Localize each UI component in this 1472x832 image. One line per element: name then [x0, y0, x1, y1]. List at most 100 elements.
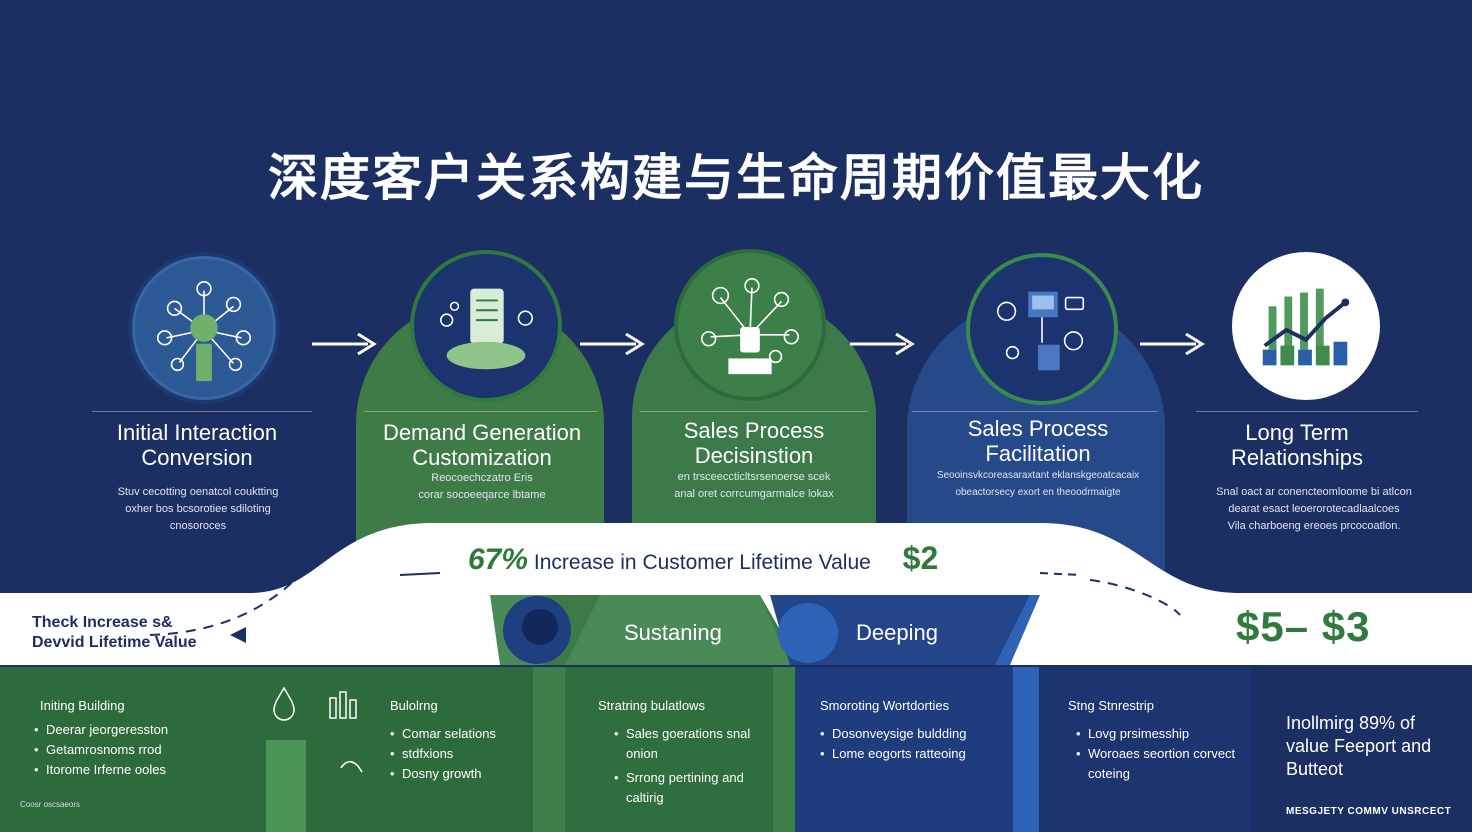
divider [92, 411, 312, 412]
dashboard-tools-icon [996, 291, 1085, 371]
list-item: Lome eogorts ratteoing [820, 744, 1000, 764]
divider [364, 411, 598, 412]
lifetime-text: Increase in Customer Lifetime Value [533, 551, 871, 574]
band-stat-percent: 89% [396, 620, 445, 647]
accent-bar [266, 740, 306, 832]
list-item: Dosny growth [390, 764, 496, 784]
stage-heading-line: Sales Process [683, 418, 825, 443]
stage-desc-line: dearat esact leoerorotecadlaalcoes [1228, 503, 1400, 515]
phone-hands-icon [439, 288, 534, 370]
stage-desc-facilitation: Seooinsvkcoreasaraxtant eklanskgeoatcaca… [910, 467, 1166, 501]
stage-heading-line: Facilitation [985, 441, 1091, 466]
panel-list: Sales goerations snal onion Srrong perti… [614, 724, 764, 808]
left-note: Theck Increase s& Devvid Lifetime Value [32, 613, 197, 653]
band-stat-percent-2: 4% [1046, 621, 1078, 646]
panel-list: Comar selations stdfxions Dosny growth [390, 724, 496, 784]
panel-list: Lovg prsimesship Woroaes seortion corvec… [1076, 724, 1236, 784]
list-item: Srrong pertining and caltirig [614, 768, 764, 808]
stage-icon-demand [410, 250, 562, 402]
divider [640, 411, 868, 412]
list-item: Comar selations [390, 724, 496, 744]
panel-separator [1013, 667, 1039, 832]
panel-heading: Bulolrng [390, 698, 438, 713]
lifetime-value-headline: 67% Increase in Customer Lifetime Value … [468, 540, 938, 577]
panel-list: Deerar jeorgeresston Getamrosnoms rrod I… [34, 720, 168, 780]
panel-heading: Stratring bulatlows [598, 698, 705, 713]
panel-heading: Initing Building [40, 698, 125, 713]
drop-icon [273, 686, 295, 721]
big-value-range: $5– $3 [1236, 603, 1371, 650]
stage-icon-long-term [1232, 252, 1380, 400]
summary-note-line: Inollmirg 89% of [1286, 713, 1416, 733]
stage-desc-demand: Reocoechczatro Eris corar socoeeqarce lb… [364, 470, 600, 504]
stage-desc-line: Reocoechczatro Eris [431, 472, 533, 484]
arrow-right-icon [1140, 332, 1205, 356]
stage-heading-facilitation: Sales Process Facilitation [910, 416, 1166, 466]
page-title: 深度客户关系构建与生命周期价值最大化 [268, 149, 1204, 207]
stage-heading-long-term: Long Term Relationships [1196, 420, 1398, 470]
stage-heading-decision: Sales Process Decisinstion [636, 418, 872, 468]
list-item: Lovg prsimesship [1076, 724, 1236, 744]
hand-icon [340, 760, 363, 773]
stage-heading-line: Sales Process [967, 416, 1109, 441]
list-item: Dosonveysige buldding [820, 724, 1000, 744]
stage-desc-line: Seooinsvkcoreasaraxtant eklanskgeoatcaca… [936, 470, 1140, 481]
arrow-right-icon [850, 332, 915, 356]
stage-desc-long-term: Snal oact ar conencteomloome bi atlcon d… [1196, 484, 1432, 535]
lifetime-percent: 67% [468, 543, 529, 576]
stage-desc-line: Stuv cecotting oenatcol couktting [117, 486, 279, 498]
lifetime-value-band [0, 523, 1472, 665]
arrow-right-icon [312, 332, 377, 356]
stage-heading-interaction: Initial Interaction Conversion [92, 420, 302, 470]
stage-desc-line: cnosoroces [169, 520, 227, 532]
panel-separator [773, 667, 795, 832]
stage-desc-interaction: Stuv cecotting oenatcol couktting oxher … [92, 484, 304, 535]
list-item: Sales goerations snal onion [614, 724, 764, 764]
stage-desc-line: Vila charboeng ereoes prcocoatlon. [1227, 520, 1401, 532]
stage-heading-line: Long Term [1245, 420, 1349, 445]
list-item: Woroaes seortion corvect coteing [1076, 744, 1236, 784]
stage-heading-line: Initial Interaction [116, 420, 278, 445]
stage-desc-line: oxher bos bcsorotiee sdiloting [125, 503, 271, 515]
list-item: Getamrosnoms rrod [34, 740, 168, 760]
panel-separator [533, 667, 565, 832]
divider [1196, 411, 1418, 412]
stage-desc-line: en trsceeccticltsrsenoerse scek [677, 471, 831, 483]
list-item: Deerar jeorgeresston [34, 720, 168, 740]
network-person-icon [156, 280, 252, 382]
panel-heading: Stng Stnrestrip [1068, 698, 1154, 713]
footer-brand: MESGJETY COMMV UNSRCECT [1286, 806, 1452, 817]
list-item: stdfxions [390, 744, 496, 764]
left-note-line: Theck Increase s& [32, 614, 173, 631]
stage-desc-line: anal oret corrcumgarmalce lokax [674, 488, 834, 500]
panel-heading: Smoroting Wortdorties [820, 698, 950, 713]
summary-note-line: value Feeport and [1286, 736, 1432, 756]
stage-desc-line: corar socoeeqarce lbtame [418, 489, 546, 501]
growth-chart-icon [1262, 288, 1350, 366]
panel-summary [1251, 667, 1472, 832]
stage-icon-facilitation [966, 253, 1118, 405]
stage-heading-line: Customization [412, 445, 552, 470]
stage-heading-line: Decisinstion [694, 443, 814, 468]
footer-note: Coosr oscsaeors [20, 800, 81, 809]
band-label-sustaining: Sustaning [624, 620, 722, 645]
decision-tree-icon [701, 277, 799, 375]
divider [912, 411, 1158, 412]
left-note-line: Devvid Lifetime Value [32, 634, 197, 651]
bar-chart-icon [329, 691, 357, 719]
panel-list: Dosonveysige buldding Lome eogorts ratte… [820, 724, 1000, 764]
stage-icon-interaction [128, 252, 280, 404]
summary-note-line: Butteot [1286, 759, 1344, 779]
stage-icon-decision [674, 249, 826, 401]
arrow-right-icon [580, 332, 645, 356]
stage-heading-line: Conversion [141, 445, 253, 470]
stage-heading-line: Relationships [1230, 445, 1364, 470]
stage-desc-line: Snal oact ar conencteomloome bi atlcon [1216, 486, 1412, 498]
stage-heading-demand: Demand Generation Customization [364, 420, 600, 470]
stage-desc-line: obeactorsecy exort en theoodrmaigte [955, 487, 1121, 498]
band-label-deepening: Deeping [856, 620, 938, 645]
stage-heading-line: Demand Generation [382, 420, 582, 445]
summary-note: Inollmirg 89% of value Feeport and Butte… [1286, 712, 1431, 781]
lifetime-dollar: $2 [902, 540, 939, 576]
